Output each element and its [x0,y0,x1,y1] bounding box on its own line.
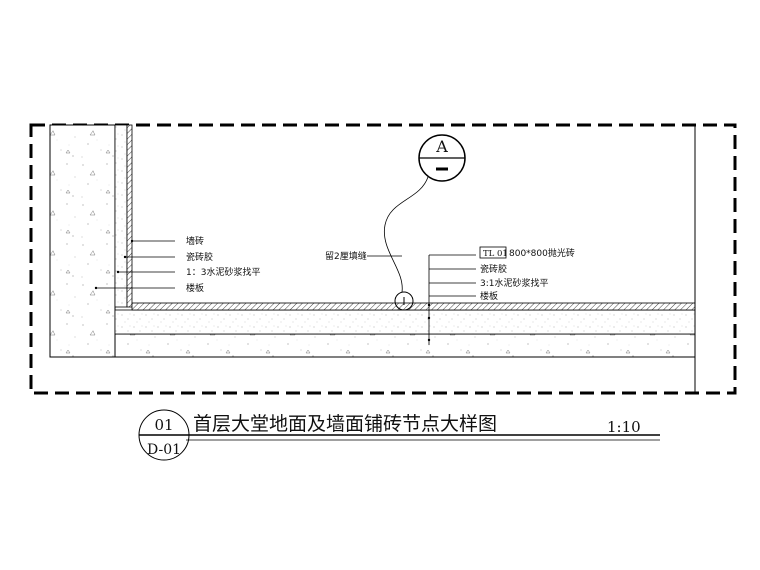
joint-note-text: 留2厘填缝 [325,250,367,262]
detail-marker: A [418,134,466,182]
wall-callout-3: 1：3水泥砂浆找平 [186,266,260,278]
tile-joint-circle [394,291,414,311]
drawing-title: 首层大堂地面及墙面铺砖节点大样图 [193,413,497,435]
joint-note: 留2厘填缝 [325,250,402,262]
wall-mortar-layer [114,124,128,308]
material-code: TL 01 [483,249,508,259]
detail-marker-letter: A [435,137,448,156]
wall-callouts: 墙砖 瓷砖胶 1：3水泥砂浆找平 楼板 [94,235,260,294]
floor-callout-2: 3:1水泥砂浆找平 [480,277,549,289]
material-code-box [479,246,507,259]
floor-callout-1: 瓷砖胶 [480,263,507,275]
floor-screed-layer [114,309,696,335]
structural-wall [49,124,116,358]
wall-callout-2: 瓷砖胶 [186,251,213,263]
floor-callout-3: 楼板 [480,290,498,302]
drawing-scale: 1:10 [607,418,641,436]
wall-callout-1: 墙砖 [186,235,204,247]
wall-tile-layer [126,124,133,308]
title-block: 01 D-01 首层大堂地面及墙面铺砖节点大样图 1:10 [138,409,660,461]
floor-callouts: TL 01 800*800抛光砖 瓷砖胶 3:1水泥砂浆找平 楼板 [427,246,575,345]
floor-tile-layer [131,302,696,311]
floor-slab [114,333,696,358]
detail-boundary [29,123,737,395]
material-desc: 800*800抛光砖 [509,247,575,259]
sheet-number: D-01 [147,442,181,458]
title-number: 01 [154,416,173,434]
wall-callout-4: 楼板 [186,282,204,294]
marker-leader [383,176,429,293]
